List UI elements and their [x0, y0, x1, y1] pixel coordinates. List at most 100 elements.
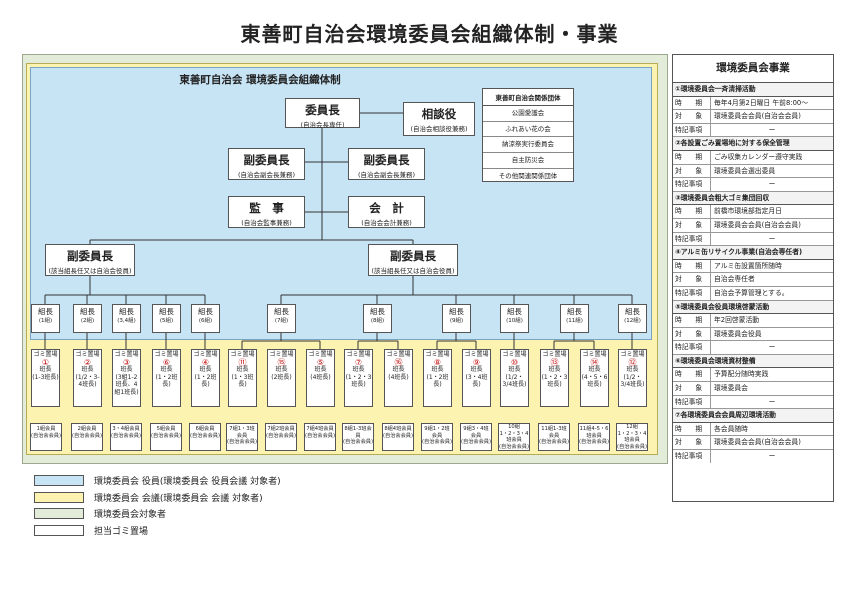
unit-leader-label: 班長 — [352, 366, 365, 373]
project-heading: ⑤環境委員会役員環境啓蒙活動 — [673, 300, 833, 315]
project-row-value: ー — [768, 180, 776, 189]
collection-point-label: ゴミ置場 — [620, 351, 645, 358]
member-sub: (自治会会員) — [383, 432, 413, 439]
related-org-item: その他関連関係団体 — [498, 171, 558, 180]
legend-swatch — [34, 525, 84, 536]
unit-leader-sub: (1・2班長) — [426, 373, 449, 389]
member-label: 8組1-3班会員 — [344, 426, 372, 439]
project-row: 特記事項ー — [673, 178, 833, 192]
related-org-item: 公園愛護会 — [483, 106, 573, 122]
unit-leader-label: 班長 — [39, 366, 52, 373]
unit-leader-sub: (1・3班長) — [231, 373, 254, 389]
legend-item: 環境委員会対象者 — [34, 508, 364, 522]
collection-point-number: ⑦ — [354, 357, 363, 367]
group-leader-box: 組長(9組) — [442, 304, 471, 333]
chair-title: 委員長 — [305, 103, 340, 117]
project-row-key: 対 象 — [673, 436, 711, 450]
accountant-title: 会 計 — [369, 201, 404, 215]
legend-swatch — [34, 492, 84, 503]
project-heading: ⑦各環境委員会会員周辺環境活動 — [673, 409, 833, 423]
org-chart-heading: 東善町自治会 環境委員会組織体制 — [179, 74, 341, 86]
group-leader-group: (8組) — [370, 317, 385, 324]
collection-point-number: ⑪ — [238, 357, 247, 367]
project-row: 特記事項ー — [673, 341, 833, 355]
member-box: 8組1-3班会員(自治会会員) — [342, 423, 374, 451]
vice-low-right-box: 副委員長 (該当組長任又は自治会役員) — [368, 244, 458, 276]
collection-point-number: ⑬ — [550, 357, 559, 367]
accountant-box: 会 計 (自治会会計兼務) — [348, 196, 425, 228]
legend-item: 環境委員会 会議(環境委員会 会議 対象者) — [34, 492, 364, 506]
project-row-key: 対 象 — [673, 327, 711, 341]
member-sub: (自治会会員) — [31, 432, 61, 439]
group-leader-box: 組長(2組) — [73, 304, 102, 333]
member-sub: (自治会会員) — [190, 432, 220, 439]
project-row: 対 象環境委員会 — [673, 382, 833, 396]
project-row-key: 対 象 — [673, 382, 711, 395]
project-row: 時 期各会員随時 — [673, 422, 833, 437]
project-row: 時 期ごみ収集カレンダー遵守実践 — [673, 150, 833, 165]
project-row-key: 時 期 — [673, 150, 711, 164]
collection-point-label: ゴミ置場 — [346, 351, 371, 358]
group-leader-group: (7組) — [274, 317, 289, 324]
group-leader-group: (5組) — [159, 317, 174, 324]
collection-point-number: ⑩ — [510, 357, 519, 367]
member-box: 9組1・2班会員(自治会会員) — [421, 423, 453, 451]
unit-leader-label: 班長 — [160, 366, 173, 373]
group-leader-box: 組長(8組) — [363, 304, 392, 333]
member-sub: (自治会会員) — [266, 432, 296, 439]
related-organizations-title: 東善町自治会関係団体 — [483, 89, 573, 106]
related-org-item: 自主防災会 — [483, 153, 573, 169]
collection-point-label: ゴミ置場 — [193, 351, 218, 358]
vice-low-left-title: 副委員長 — [67, 249, 113, 263]
project-row-value: 環境委員会会員(自治会会員) — [714, 220, 801, 229]
member-label: 3・4組会員 — [112, 426, 140, 432]
project-row: 時 期年2回啓蒙活動 — [673, 314, 833, 328]
project-row: 対 象環境委員会選出委員 — [673, 164, 833, 179]
group-leader-group: (10組) — [506, 317, 523, 324]
collection-point-label: ゴミ置場 — [269, 351, 294, 358]
vice-low-left-box: 副委員長 (該当組長任又は自治会役員) — [45, 244, 135, 276]
member-sub: 1・2・3・4班会員 — [499, 430, 529, 444]
project-row-key: 時 期 — [673, 205, 711, 218]
project-row-key: 特記事項 — [673, 395, 711, 409]
project-row-value: 環境委員会役員 — [714, 329, 762, 338]
member-sub: (自治会会員) — [579, 439, 609, 446]
member-sub: (自治会会員) — [343, 439, 373, 446]
project-row: 対 象環境委員会会員(自治会会員) — [673, 110, 833, 124]
project-row: 特記事項ー — [673, 395, 833, 410]
project-row-key: 対 象 — [673, 164, 711, 178]
unit-leader-label: 班長 — [120, 366, 133, 373]
member-sub: 1・2・3・4班会員 — [617, 430, 647, 444]
project-heading: ②各設置ごみ置場地に対する保全管理 — [673, 137, 833, 151]
member-box: 7組2班会員(自治会会員) — [265, 423, 297, 451]
member-label: 1組会員 — [36, 426, 56, 432]
project-row-value: アルミ缶設置箇所随時 — [714, 261, 782, 270]
unit-leader-label: 班長 — [508, 366, 521, 373]
unit-leader-label: 班長 — [314, 366, 327, 373]
vice-low-left-sub: (該当組長任又は自治会役員) — [48, 267, 132, 275]
unit-leader-sub: (1・2班長) — [194, 373, 217, 389]
project-row-value: 前橋市環境部指定月日 — [714, 207, 782, 216]
unit-leader-label: 班長 — [548, 366, 561, 373]
project-row-key: 特記事項 — [673, 232, 711, 246]
group-leader-group: (6組) — [198, 317, 213, 324]
collection-point-number: ④ — [201, 357, 210, 367]
group-leader-box: 組長(1組) — [31, 304, 60, 333]
member-label: 10組 — [508, 424, 520, 430]
collection-point-label: ゴミ置場 — [230, 351, 255, 358]
collection-point-number: ⑮ — [277, 357, 286, 367]
unit-leader-label: 班長 — [81, 366, 94, 373]
advisor-box: 相談役 (自治会相談役兼務) — [403, 102, 475, 136]
page-title: 東善町自治会環境委員会組織体制・事業 — [240, 22, 619, 46]
group-leader-group: (3,4組) — [117, 317, 136, 324]
member-sub: (自治会会員) — [499, 443, 529, 450]
advisor-title: 相談役 — [421, 107, 457, 121]
collection-point-number: ⑫ — [628, 357, 637, 367]
